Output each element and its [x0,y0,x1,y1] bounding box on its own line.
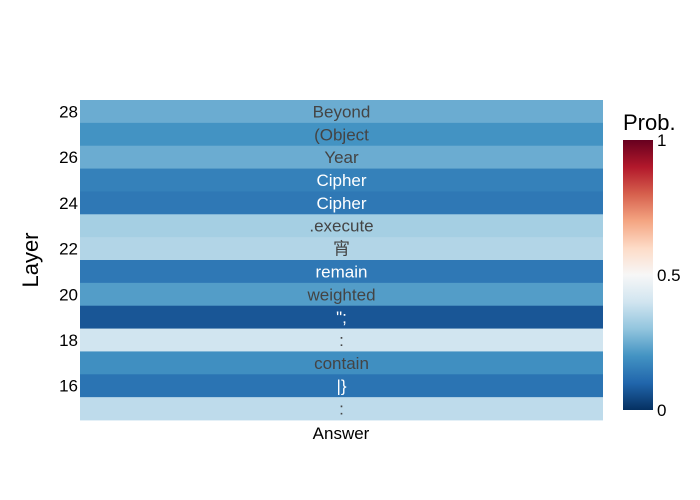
y-axis-ticks: 28 26 24 22 20 18 16 [59,102,78,395]
heatmap-cell-layer-27 [80,122,603,147]
colorbar-title: Prob. [623,110,676,135]
heatmap-cell-layer-18 [80,328,603,352]
heatmap-cell-layer-20 [80,282,603,307]
y-tick-label: 20 [59,285,78,304]
x-tick-label: Answer [313,424,370,443]
cell-token-label: : [339,331,344,350]
colorbar-tick-label: 1 [657,131,666,150]
colorbar [623,140,653,410]
y-tick-label: 26 [59,148,78,167]
cell-token-label: Cipher [316,194,366,213]
cell-token-label: : [339,400,344,419]
cell-token-label: 宵 [333,240,350,259]
y-axis-title: Layer [18,232,43,287]
heatmap-cell-layer-28 [80,100,603,124]
cell-token-label: Year [324,148,359,167]
y-tick-label: 28 [59,102,78,121]
cell-token-label: (Object [314,125,369,144]
cell-token-label: "; [336,308,347,327]
heatmap-cell-layer-23 [80,214,603,238]
y-tick-label: 24 [59,194,78,213]
heatmap-cell-labels: Beyond(ObjectYearCipherCipher.execute宵re… [306,102,375,418]
heatmap-cell-layer-25 [80,168,603,192]
cell-token-label: remain [316,262,368,281]
cell-token-label: Beyond [313,102,371,121]
heatmap-cell-layer-22 [80,237,603,261]
cell-token-label: contain [314,354,369,373]
cell-token-label: .execute [309,217,373,236]
heatmap-cell-layer-16 [80,374,603,398]
heatmap-cell-layer-19 [80,305,603,329]
y-tick-label: 16 [59,377,78,396]
colorbar-ticks: 00.51 [657,131,681,420]
heatmap-cell-layer-15 [80,397,603,421]
cell-token-label: |} [336,377,346,396]
cell-token-label: weighted [306,285,375,304]
heatmap-cell-layer-21 [80,260,603,284]
heatmap-cell-layer-17 [80,351,603,375]
y-tick-label: 18 [59,331,78,350]
y-tick-label: 22 [59,240,78,259]
colorbar-tick-label: 0.5 [657,266,681,285]
heatmap-cells [80,100,603,421]
colorbar-tick-label: 0 [657,401,666,420]
heatmap-cell-layer-26 [80,145,603,169]
cell-token-label: Cipher [316,171,366,190]
heatmap-cell-layer-24 [80,191,603,215]
